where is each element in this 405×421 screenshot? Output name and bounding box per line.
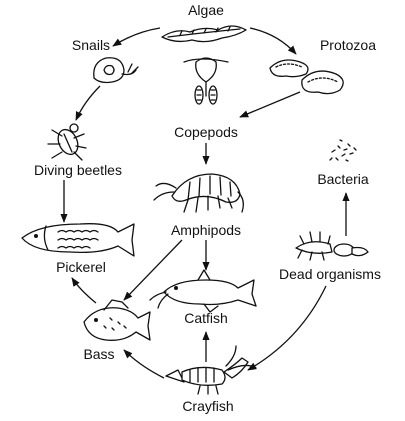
label-amphipods: Amphipods: [171, 222, 241, 238]
label-protozoa: Protozoa: [320, 37, 376, 53]
label-copepods: Copepods: [174, 124, 238, 140]
label-snails: Snails: [72, 37, 110, 53]
snail-illustration: [93, 57, 139, 84]
arrow-dead-to-crayfish: [247, 285, 327, 371]
arrow-crayfish-to-bass: [123, 349, 165, 379]
crayfish-illustration: [165, 345, 257, 395]
pickerel-illustration: [21, 223, 135, 257]
arrow-protozoa-to-copepods: [239, 91, 301, 118]
arrow-algae-to-snails: [112, 27, 161, 47]
label-algae: Algae: [188, 2, 224, 18]
dead-organisms-illustration: [295, 231, 369, 261]
amphipod-illustration: [153, 173, 244, 213]
label-dead-organisms: Dead organisms: [279, 266, 381, 282]
copepod-illustration: [183, 57, 229, 105]
arrow-amphipods-to-bass: [123, 239, 183, 301]
catfish-illustration: [149, 269, 257, 313]
label-crayfish: Crayfish: [182, 398, 233, 414]
arrow-snails-to-beetles: [75, 85, 101, 121]
algae-illustration: [161, 25, 247, 43]
bass-illustration: [83, 299, 151, 341]
label-bass: Bass: [83, 346, 114, 362]
arrows: [60, 27, 350, 379]
arrow-bass-to-pickerel: [71, 277, 97, 304]
label-catfish: Catfish: [184, 310, 228, 326]
label-pickerel: Pickerel: [56, 259, 106, 275]
label-bacteria: Bacteria: [317, 171, 369, 187]
bacteria-illustration: [329, 139, 357, 162]
label-diving-beetles: Diving beetles: [34, 162, 122, 178]
arrow-algae-to-protozoa: [249, 27, 297, 55]
protozoa-illustration: [269, 59, 344, 95]
diving-beetle-illustration: [47, 123, 87, 161]
labels: Algae Snails Protozoa Copepods Diving be…: [34, 2, 381, 414]
